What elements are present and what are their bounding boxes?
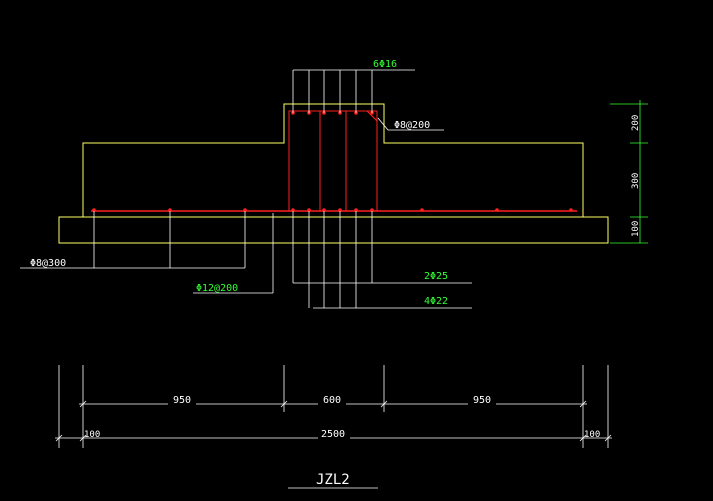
bottom-bar-dot-12 <box>569 208 573 212</box>
horizontal-dimensions <box>55 365 612 448</box>
bottom-bar-dot-4 <box>291 208 295 212</box>
top-bar-dots <box>291 111 374 115</box>
concrete-outline <box>58 103 609 244</box>
stirrup-outer <box>288 110 378 212</box>
vdim-flange-height: 300 <box>631 173 641 189</box>
hdim-right-cover: 100 <box>584 430 600 440</box>
bottom-bar-dot-7 <box>338 208 342 212</box>
hdim-tick-8 <box>604 434 612 442</box>
leader-lines <box>20 69 472 309</box>
hdim-tick-5 <box>55 434 63 442</box>
bottom-bar-dot-2 <box>168 208 172 212</box>
bottom-bar-dot-8 <box>354 208 358 212</box>
hdim-right-flange: 950 <box>473 395 491 406</box>
bottom-bar-dot-10 <box>420 208 424 212</box>
hdim-tick-1 <box>79 400 87 408</box>
bottom-bar-dot-9 <box>370 208 374 212</box>
bottom-bar-dots <box>92 208 573 212</box>
label-bottom-bars-b: 4Φ22 <box>424 296 448 307</box>
bottom-bar-dot-11 <box>495 208 499 212</box>
hdim-tick-3 <box>380 400 388 408</box>
hdim-tick-4 <box>579 400 587 408</box>
label-bottom-bars-a: 2Φ25 <box>424 271 448 282</box>
bottom-bar-dot-3 <box>243 208 247 212</box>
beam-section-outline <box>82 103 584 217</box>
hdim-tick-2 <box>280 400 288 408</box>
vertical-dim-labels: 200 300 100 <box>631 115 641 237</box>
label-top-bars: 6Φ16 <box>373 59 397 70</box>
vdim-pad-height: 100 <box>631 221 641 237</box>
base-pad-outline <box>58 216 609 244</box>
hdim-left-cover: 100 <box>84 430 100 440</box>
leader-stirrup <box>377 117 444 131</box>
label-slab-distribution: Φ8@300 <box>30 258 66 269</box>
hdim-total-width: 2500 <box>321 429 345 440</box>
hdim-left-flange: 950 <box>173 395 191 406</box>
horizontal-dim-labels: 950 600 950 100 2500 100 <box>84 395 600 440</box>
stirrup-hook <box>366 110 378 128</box>
hdim-tick-7 <box>579 434 587 442</box>
label-slab-transverse: Φ12@200 <box>196 283 238 294</box>
vertical-dimensions <box>610 100 648 244</box>
hdim-tick-6 <box>79 434 87 442</box>
label-stirrup: Φ8@200 <box>394 120 430 131</box>
bottom-bar-dot-5 <box>307 208 311 212</box>
hdim-rib-width: 600 <box>323 395 341 406</box>
vdim-rib-height: 200 <box>631 115 641 131</box>
bottom-bar-dot-6 <box>322 208 326 212</box>
bottom-bar-dot-1 <box>92 208 96 212</box>
reinforcement <box>91 110 577 212</box>
rebar-labels: 6Φ16 Φ8@200 Φ8@300 Φ12@200 2Φ25 4Φ22 <box>30 59 448 307</box>
drawing-title: JZL2 <box>316 472 350 488</box>
